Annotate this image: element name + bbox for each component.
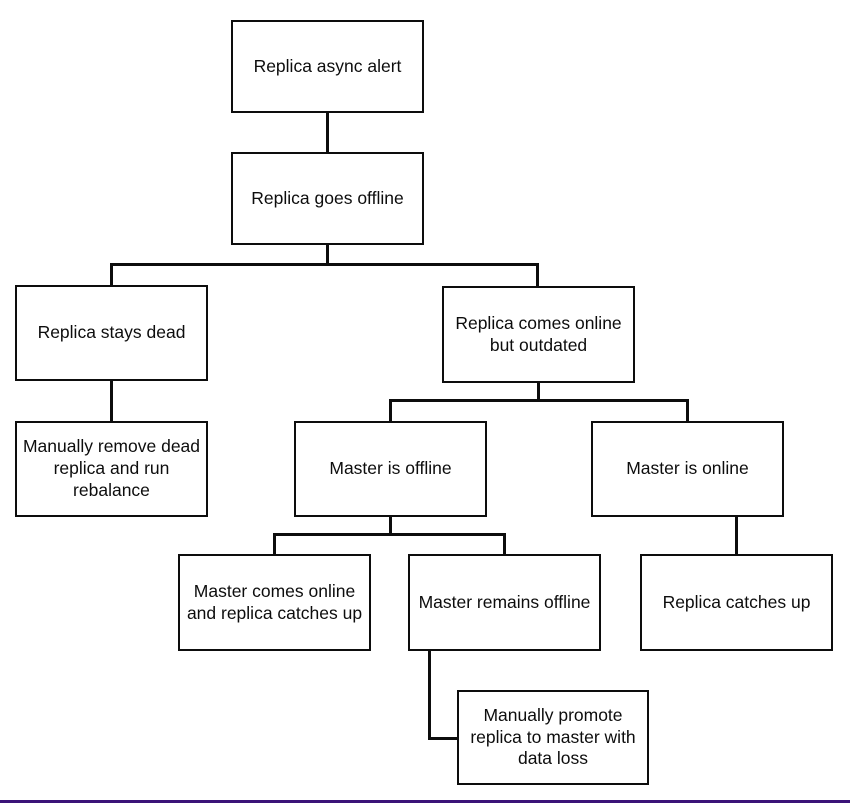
edge-goes-offline-to-replica-stays-dead [110,263,113,286]
edge-master-offline-to-master-remains-offline [503,533,506,555]
edge-stays-dead-to-manually-remove [110,381,113,422]
node-replica-stays-dead[interactable]: Replica stays dead [15,285,208,381]
edge-master-remains-offline-drop [428,651,431,739]
node-master-remains-offline[interactable]: Master remains offline [408,554,601,651]
node-master-is-offline[interactable]: Master is offline [294,421,487,517]
footer-divider-rule [0,800,850,803]
node-manually-remove-dead-replica[interactable]: Manually remove dead replica and run reb… [15,421,208,517]
node-replica-comes-online-but-outdated[interactable]: Replica comes online but outdated [442,286,635,383]
node-master-is-online[interactable]: Master is online [591,421,784,517]
node-replica-async-alert[interactable]: Replica async alert [231,20,424,113]
edge-replica-online-to-master-online [686,399,689,422]
node-manually-promote-replica-to-master[interactable]: Manually promote replica to master with … [457,690,649,785]
node-master-comes-online-and-replica-catches-up[interactable]: Master comes online and replica catches … [178,554,371,651]
edge-goes-offline-stem [326,245,329,265]
node-replica-goes-offline[interactable]: Replica goes offline [231,152,424,245]
edge-alert-to-goes-offline [326,113,329,152]
edge-master-remains-offline-to-manually-promote [428,737,460,740]
node-replica-catches-up[interactable]: Replica catches up [640,554,833,651]
edge-master-offline-stem [389,517,392,535]
edge-replica-online-stem [537,383,540,401]
edge-goes-offline-to-replica-comes-online [536,263,539,287]
edge-master-offline-to-master-comes-online [273,533,276,555]
edge-master-offline-split-bar [273,533,505,536]
edge-master-online-to-replica-catches-up [735,517,738,555]
edge-goes-offline-split-bar [110,263,539,266]
edge-replica-online-to-master-offline [389,399,392,422]
edge-replica-online-split-bar [389,399,688,402]
